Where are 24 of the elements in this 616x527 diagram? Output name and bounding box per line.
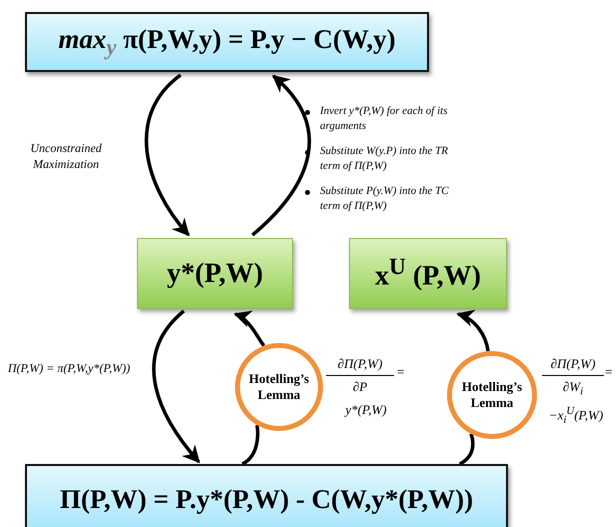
equals-sign: = — [397, 364, 404, 380]
curved-arrow — [251, 74, 311, 236]
curved-arrow — [456, 310, 490, 352]
math-expression: y*(P,W) — [343, 402, 388, 418]
edge-label: Unconstrained Maximization — [29, 140, 103, 172]
bullet-text: Invert y*(P,W) for each of its arguments — [320, 104, 448, 134]
fraction-denominator: ∂W$_{i}$ — [562, 379, 584, 399]
bullet-text: Substitute W(y.P) into the TR term of Π(P,W) — [320, 144, 450, 174]
profit-function-box: Π(P,W) = P.y*(P,W) - C(W,y*(P,W)) — [25, 464, 508, 527]
curved-arrow — [152, 310, 200, 464]
equals-sign: = — [605, 364, 612, 380]
objective-box: max$_{y}$ π(P,W,y) = P.y − C(W,y) — [25, 12, 429, 72]
bullet-text: Substitute P(y.W) into the TC term of Π(P,W) — [320, 184, 450, 214]
math-expression: −x$_{i}$$^{U}$(P,W) — [548, 405, 604, 427]
result-box: x$^{U}$ (P,W) — [349, 238, 507, 309]
curved-arrow — [234, 312, 266, 347]
curved-arrow — [144, 74, 190, 236]
edge-label: Π(P,W) = π(P,W,y*(P,W)) — [6, 360, 132, 376]
lemma-circle: Hotelling’s Lemma — [235, 343, 323, 431]
fraction-denominator: ∂P — [352, 379, 368, 395]
lemma-circle: Hotelling’s Lemma — [447, 351, 537, 439]
result-box: y*(P,W) — [137, 238, 293, 309]
fraction-numerator: ∂Π(P,W) — [336, 356, 384, 372]
fraction-numerator: ∂Π(P,W) — [550, 356, 596, 372]
